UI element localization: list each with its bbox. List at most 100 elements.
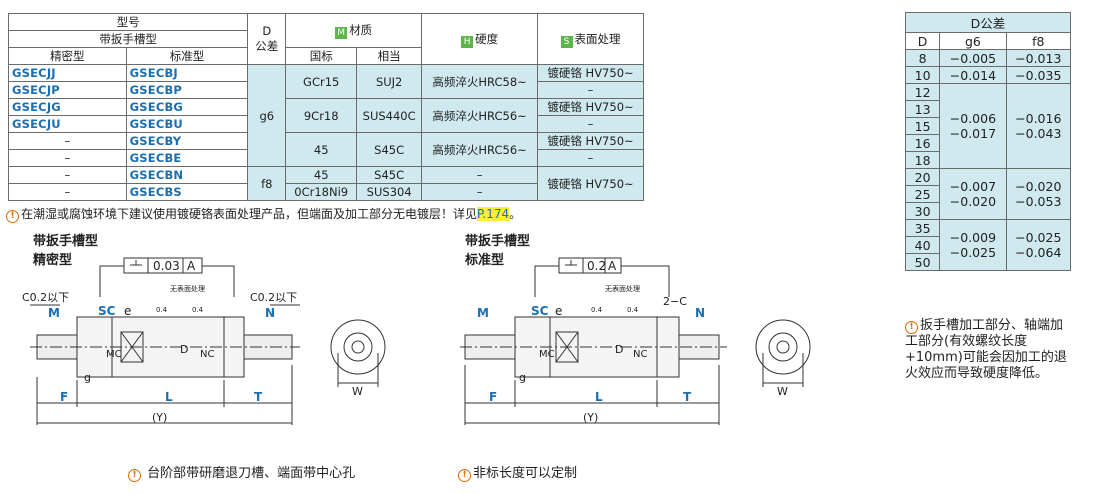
header-equiv: 相当 [356,47,423,65]
material-badge-icon: M [335,27,348,39]
table-cell-standard[interactable]: GSECBY [125,132,249,150]
dim-g: g [84,371,91,384]
dim-sc: SC [98,304,116,318]
d-tolerance-table: D公差 D g6 f8 8 −0.005 −0.013 10 −0.014 −0… [904,12,1072,271]
mat-hard: – [421,166,539,184]
dtol-d: 20 [904,168,941,186]
tol-f8: f8 [247,166,287,201]
table-cell-standard[interactable]: GSECBN [125,166,249,184]
table-cell-precision[interactable]: GSECJU [8,115,127,133]
dim-mc: MC [539,349,555,360]
dtol-f8: −0.020−0.053 [1005,168,1072,220]
right-drawing-title: 带扳手槽型标准型 [465,234,531,268]
dim-l: L [595,390,603,404]
left-drawing: 0.03 A C0.2以下 C0.2以下 M SC e N 无表面处理 0.4 … [22,257,386,425]
dim-m: M [48,306,60,320]
dtol-d: 25 [904,185,941,203]
dim-nc: NC [200,349,214,360]
surface-note: 无表面处理 [170,284,205,293]
mat-gb: GCr15 [285,64,358,99]
datum-label: A [608,259,617,273]
side-note: !扳手槽加工部分、轴端加工部分(有效螺纹长度+10mm)可能会因加工的退火效应而… [905,318,1067,381]
table-cell-precision[interactable]: GSECJP [8,81,127,99]
mat-surf-none: – [537,115,644,133]
mat-hard: – [421,183,539,201]
dtol-d: 15 [904,117,941,135]
table-cell-standard[interactable]: GSECBU [125,115,249,133]
dtol-d: 13 [904,100,941,118]
warning-icon: ! [128,469,141,482]
foot-note-right: !非标长度可以定制 [458,462,577,482]
dtol-d: 8 [904,49,941,67]
table-cell-precision[interactable]: GSECJJ [8,64,127,82]
roughness-label: 0.4 [591,306,603,314]
mat-surf: 镀硬铬 HV750~ [537,98,644,116]
dim-d: D [180,343,188,356]
dtol-f8: −0.016−0.043 [1005,83,1072,169]
mat-surf-none: – [537,81,644,99]
table-cell-standard[interactable]: GSECBE [125,149,249,167]
mat-surf: 镀硬铬 HV750~ [537,132,644,150]
dtol-g6: −0.007−0.020 [939,168,1007,220]
page-link[interactable]: P.174 [477,207,510,221]
dim-e: e [555,304,562,318]
col-standard: 标准型 [125,47,249,65]
mat-eq: SUJ2 [356,64,423,99]
mat-surf: 镀硬铬 HV750~ [537,64,644,82]
table-cell-standard[interactable]: GSECBS [125,183,249,201]
roughness-label: 0.4 [192,306,204,314]
dtol-d: 35 [904,219,941,237]
header-groove: 带扳手槽型 [7,30,249,48]
dtol-f8: −0.013 [1005,49,1072,67]
table-cell-standard[interactable]: GSECBJ [125,64,249,82]
mat-gb: 45 [285,166,358,184]
mat-eq: SUS440C [356,98,423,133]
dim-n: N [265,306,275,320]
dim-mc: MC [106,349,122,360]
dim-w: W [777,385,788,398]
dim-e: e [124,304,131,318]
dtol-d: 10 [904,66,941,84]
mat-hard: 高频淬火HRC56~ [421,132,539,167]
surface-badge-icon: S [560,35,573,48]
dtol-col-g6: g6 [939,32,1007,50]
mat-eq: S45C [356,166,423,184]
dtol-d: 50 [904,253,941,271]
dtol-col-f8: f8 [1005,32,1072,50]
table-cell-precision: – [8,149,127,167]
surface-note: 无表面处理 [605,284,640,293]
table-cell-precision: – [8,183,127,201]
dim-t: T [254,390,263,404]
dim-y: (Y) [152,411,167,424]
table-cell-precision[interactable]: GSECJG [8,98,127,116]
dim-sc: SC [531,304,549,318]
dim-nc: NC [633,349,647,360]
tolerance-value: 0.2 [587,259,606,273]
dtol-g6: −0.005 [939,49,1007,67]
warning-icon: ! [458,469,471,482]
mat-eq: S45C [356,132,423,167]
table-cell-standard[interactable]: GSECBP [125,81,249,99]
dtol-g6: −0.006−0.017 [939,83,1007,169]
table-cell-precision: – [8,132,127,150]
mat-gb: 0Cr18Ni9 [285,183,358,201]
dim-t: T [683,390,692,404]
tolerance-value: 0.03 [153,259,180,273]
dim-f: F [489,390,497,404]
mat-hard: 高频淬火HRC56~ [421,98,539,133]
dtol-d: 30 [904,202,941,220]
col-precision: 精密型 [8,47,127,65]
dim-l: L [165,390,173,404]
dim-g: g [519,371,526,384]
right-drawing: 0.2 A M SC e 2−C N 无表面处理 0.4 0.4 D MC NC… [460,257,811,425]
table-cell-standard[interactable]: GSECBG [125,98,249,116]
mat-surf-none: – [537,149,644,167]
tol-g6: g6 [247,64,287,167]
dim-w: W [352,385,363,398]
chrome-note: !在潮湿或腐蚀环境下建议使用镀硬铬表面处理产品，但端面及加工部分无电镀层！详见P… [6,205,521,223]
